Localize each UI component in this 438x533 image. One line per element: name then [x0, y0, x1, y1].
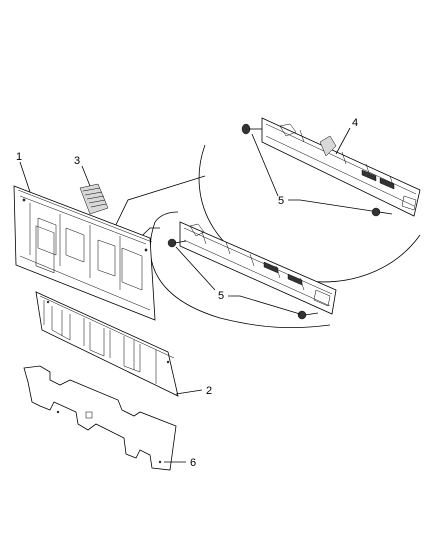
leader-5-lower: [228, 295, 301, 315]
fastener-lower-right: [297, 310, 319, 320]
upper-bracket: [261, 117, 421, 217]
callout-3: 3: [74, 155, 80, 167]
detail-circle-lower-top: [154, 211, 179, 223]
leader-1: [19, 161, 31, 193]
callout-2: 2: [206, 385, 212, 397]
callout-6: 6: [190, 457, 196, 469]
leader-4: [335, 127, 351, 155]
leader-3: [81, 165, 91, 187]
fastener-upper-right: [371, 207, 393, 217]
fastener-lower-left: [167, 238, 187, 248]
fastener-upper-left: [241, 123, 262, 135]
leader-5-upper: [288, 199, 373, 212]
back-panel: [13, 185, 156, 321]
vent-grille: [79, 183, 109, 215]
reinforcement: [35, 291, 179, 397]
callout-5-lower: 5: [218, 290, 224, 302]
callout-1: 1: [16, 151, 22, 163]
leader-2: [175, 389, 203, 395]
lower-bracket: [179, 221, 337, 315]
callout-5-upper: 5: [278, 195, 284, 207]
leader-5-upper-b: [251, 133, 279, 197]
leader-5-lower-b: [175, 246, 216, 291]
callout-4: 4: [352, 117, 358, 129]
insulator-pad: [23, 365, 177, 471]
